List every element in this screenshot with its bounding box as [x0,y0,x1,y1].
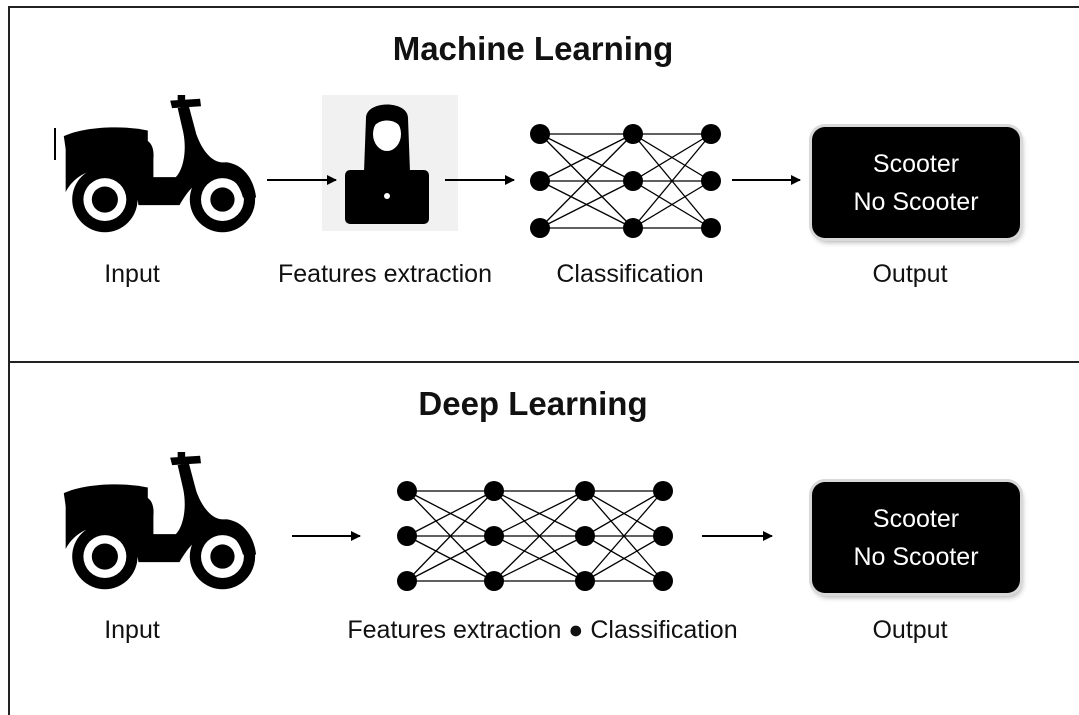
network-node [484,481,504,501]
network-node [623,171,643,191]
network-connection [584,490,664,582]
network-connection [539,133,634,229]
network-connection [406,490,495,537]
dl-input-label: Input [104,616,160,644]
network-node [653,571,673,591]
network-node [701,171,721,191]
output-no-scooter-text: No Scooter [853,187,979,216]
dl-output-box: Scooter No Scooter [812,482,1020,593]
scooter-icon [63,95,257,233]
network-node [653,481,673,501]
output-no-scooter-text: No Scooter [853,542,979,571]
network-node [701,124,721,144]
diagram-frame [8,6,1079,715]
network-node [397,481,417,501]
network-node [653,526,673,546]
network-connection [539,133,634,182]
dl-output-label: Output [872,616,948,644]
ml-classification-label: Classification [556,260,704,288]
network-node [701,218,721,238]
network-connection [493,490,586,537]
neural-network-icon [397,481,673,591]
network-node [623,124,643,144]
network-connection [584,490,664,537]
network-connection [539,180,634,229]
neural-network-icon [530,124,721,238]
network-connection [406,535,495,582]
network-connection [406,490,495,582]
output-scooter-text: Scooter [872,504,960,533]
ml-title: Machine Learning [392,30,674,67]
network-node [484,526,504,546]
network-node [575,481,595,501]
network-node [575,526,595,546]
person-with-laptop-icon [345,104,429,224]
network-node [397,571,417,591]
network-connection [632,133,712,182]
network-connection [493,535,586,582]
network-node [484,571,504,591]
scooter-icon [63,452,257,590]
network-node [530,218,550,238]
network-node [530,124,550,144]
network-node [623,218,643,238]
network-node [530,171,550,191]
network-connection [493,490,586,582]
ml-output-box: Scooter No Scooter [812,127,1020,238]
dl-title: Deep Learning [418,385,648,422]
output-scooter-text: Scooter [872,149,960,178]
dl-combined-label: Features extraction ● Classification [347,616,738,644]
ml-input-label: Input [104,260,160,288]
ml-output-label: Output [872,260,948,288]
network-connection [584,535,664,582]
network-connection [632,133,712,229]
network-node [575,571,595,591]
ml-features-label: Features extraction [278,260,492,288]
section-divider [8,361,1079,363]
network-connection [632,180,712,229]
network-node [397,526,417,546]
